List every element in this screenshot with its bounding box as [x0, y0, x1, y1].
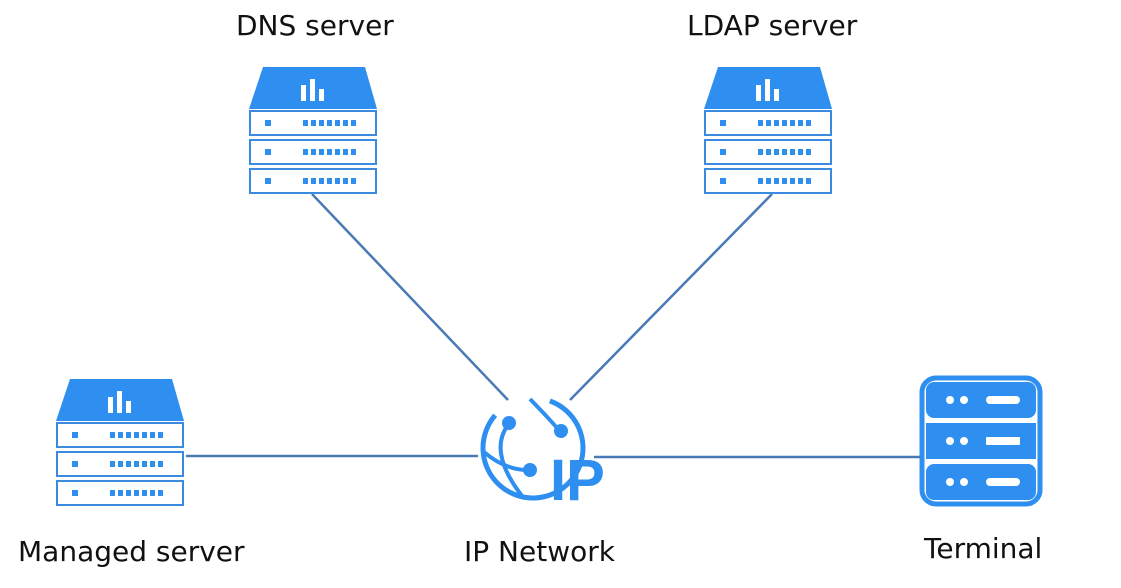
- managed-server-label: Managed server: [18, 535, 245, 568]
- terminal-icon[interactable]: [919, 375, 1043, 507]
- terminal-label: Terminal: [924, 532, 1043, 565]
- managed-server-icon[interactable]: [55, 378, 185, 506]
- ldap-server-label: LDAP server: [687, 9, 858, 42]
- link-dns-ip: [311, 193, 509, 401]
- ip-badge: IP: [550, 448, 605, 513]
- link-ldap-ip: [569, 193, 773, 401]
- dns-server-icon[interactable]: [248, 66, 378, 194]
- ip-globe-icon[interactable]: IP: [469, 384, 605, 513]
- ldap-server-icon[interactable]: [703, 66, 833, 194]
- ip-network-label: IP Network: [464, 535, 615, 568]
- dns-server-label: DNS server: [236, 9, 394, 42]
